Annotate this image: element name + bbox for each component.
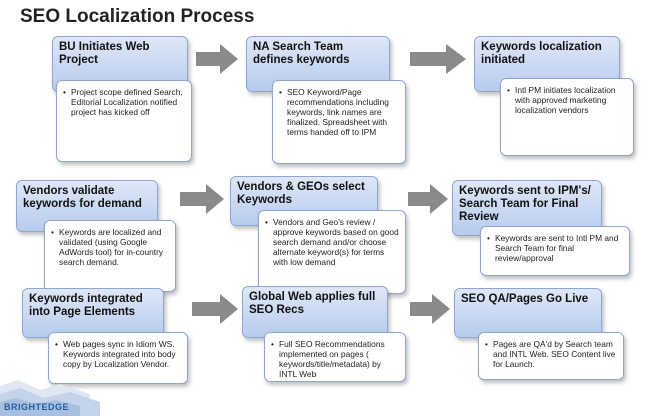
arrow-right-icon: [410, 294, 450, 324]
step-heading: SEO QA/Pages Go Live: [454, 288, 602, 338]
step-detail-text: Keywords are sent to Intl PM and Search …: [487, 233, 623, 263]
step-detail-text: Project scope defined Search, Editorial …: [63, 87, 185, 117]
arrow-right-icon: [408, 184, 448, 214]
page-title: SEO Localization Process: [20, 6, 255, 27]
step-heading: Global Web applies full SEO Recs: [242, 286, 388, 338]
step-vendors-geos-select: Vendors & GEOs select Keywords Vendors a…: [230, 176, 406, 294]
step-detail: Web pages sync in Idiom WS. Keywords int…: [48, 332, 188, 384]
arrow-right-icon: [180, 184, 224, 214]
step-detail-text: Vendors and Geo's review / approve keywo…: [265, 217, 399, 267]
step-detail: Keywords are sent to Intl PM and Search …: [480, 226, 630, 276]
step-detail: Project scope defined Search, Editorial …: [56, 80, 192, 162]
step-detail: Vendors and Geo's review / approve keywo…: [258, 210, 406, 294]
arrow-right-icon: [192, 294, 238, 324]
brightedge-logo: BRIGHTEDGE: [0, 366, 120, 416]
step-bu-initiates: BU Initiates Web Project Project scope d…: [52, 36, 192, 162]
step-keywords-localization: Keywords localization initiated Intl PM …: [474, 36, 634, 156]
step-na-search-team: NA Search Team defines keywords SEO Keyw…: [246, 36, 406, 164]
step-vendors-validate: Vendors validate keywords for demand Key…: [16, 180, 176, 292]
step-detail-text: Intl PM initiates localization with appr…: [507, 85, 627, 115]
arrow-right-icon: [410, 44, 466, 74]
step-detail-text: Keywords are localized and validated (us…: [51, 227, 169, 267]
step-detail: Pages are QA'd by Search team and INTL W…: [478, 332, 624, 380]
logo-graphic-icon: [0, 380, 100, 416]
step-seo-qa-live: SEO QA/Pages Go Live Pages are QA'd by S…: [454, 288, 624, 380]
step-heading: NA Search Team defines keywords: [246, 36, 390, 92]
step-keywords-sent-ipm: Keywords sent to IPM's/ Search Team for …: [452, 180, 634, 276]
step-global-web-applies: Global Web applies full SEO Recs Full SE…: [242, 286, 406, 382]
arrow-right-icon: [196, 44, 238, 74]
step-keywords-integrated: Keywords integrated into Page Elements W…: [22, 288, 188, 384]
step-detail: Keywords are localized and validated (us…: [44, 220, 176, 292]
step-detail-text: Full SEO Recommendations implemented on …: [271, 339, 399, 379]
step-detail: Intl PM initiates localization with appr…: [500, 78, 634, 156]
step-detail-text: Web pages sync in Idiom WS. Keywords int…: [55, 339, 181, 369]
step-detail-text: SEO Keyword/Page recommendations includi…: [279, 87, 399, 137]
step-detail-text: Pages are QA'd by Search team and INTL W…: [485, 339, 617, 369]
step-detail: Full SEO Recommendations implemented on …: [264, 332, 406, 382]
logo-text: BRIGHTEDGE: [4, 402, 70, 412]
step-detail: SEO Keyword/Page recommendations includi…: [272, 80, 406, 164]
step-heading: Keywords integrated into Page Elements: [22, 288, 164, 338]
